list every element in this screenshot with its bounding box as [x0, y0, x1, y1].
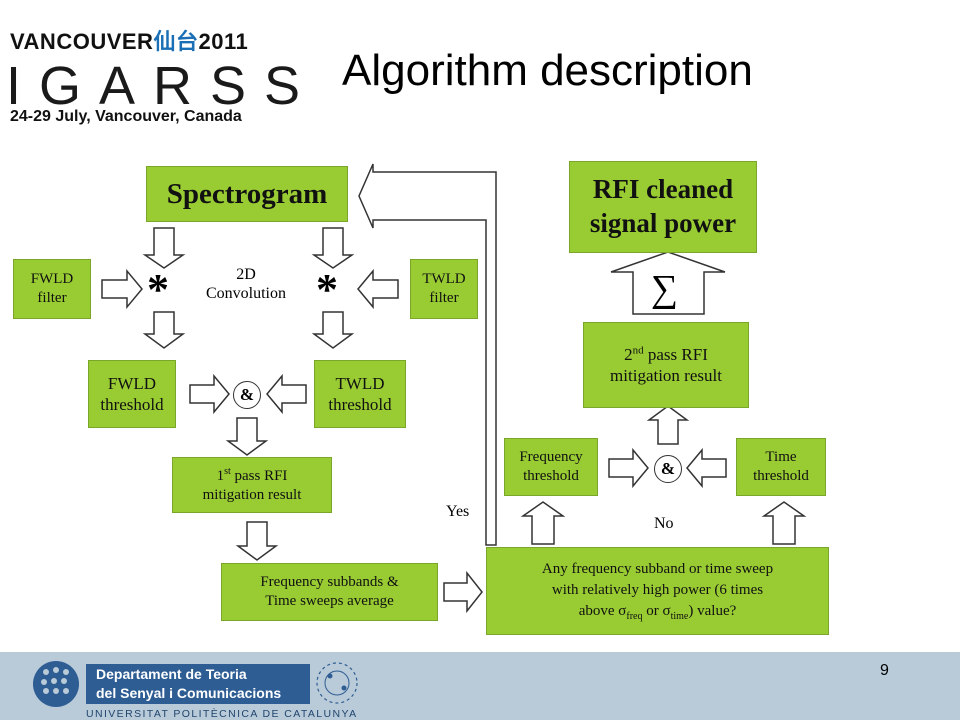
convolution-symbol-left: * — [147, 265, 169, 314]
arrow-yes-loop — [358, 163, 497, 546]
conference-logo-dates: 24-29 July, Vancouver, Canada — [10, 108, 242, 125]
arrow-right-fwld-filter — [101, 268, 143, 310]
arrow-left-time — [686, 447, 727, 489]
arrow-up-time — [761, 501, 807, 545]
convolution-symbol-right: * — [316, 265, 338, 314]
arrow-down-left-1 — [142, 227, 186, 269]
arrow-right-fwld-threshold — [189, 373, 230, 415]
arrow-down-subbands — [235, 521, 279, 561]
and-operator-first: & — [233, 381, 261, 409]
subbands-average-box: Frequency subbands &Time sweeps average — [221, 563, 438, 621]
arrow-right-frequency — [608, 447, 649, 489]
slide-title: Algorithm description — [342, 46, 753, 95]
arrow-down-left-2 — [142, 311, 186, 349]
spectrogram-box: Spectrogram — [146, 166, 348, 222]
arrow-down-first-pass — [225, 417, 269, 456]
and-operator-second: & — [654, 455, 682, 483]
arrow-down-right-2 — [311, 311, 355, 349]
tsc-logo-icon — [316, 662, 358, 704]
conference-logo-name: IGARSS — [6, 56, 319, 116]
arrow-up-sum — [610, 251, 726, 315]
arrow-right-question — [443, 570, 483, 614]
arrow-left-twld-threshold — [266, 373, 307, 415]
upc-logo-icon — [33, 661, 79, 707]
arrow-up-frequency — [520, 501, 566, 545]
university-name: UNIVERSITAT POLITÈCNICA DE CATALUNYA — [86, 708, 358, 720]
arrow-up-second-pass — [646, 405, 690, 445]
conference-logo-year: VANCOUVER仙台2011 — [10, 29, 249, 55]
sum-symbol: ∑ — [651, 268, 679, 310]
page-number: 9 — [880, 662, 889, 679]
arrow-left-twld-filter — [357, 268, 399, 310]
arrow-down-right-1 — [311, 227, 355, 269]
no-label: No — [654, 515, 674, 532]
yes-label: Yes — [446, 503, 470, 520]
